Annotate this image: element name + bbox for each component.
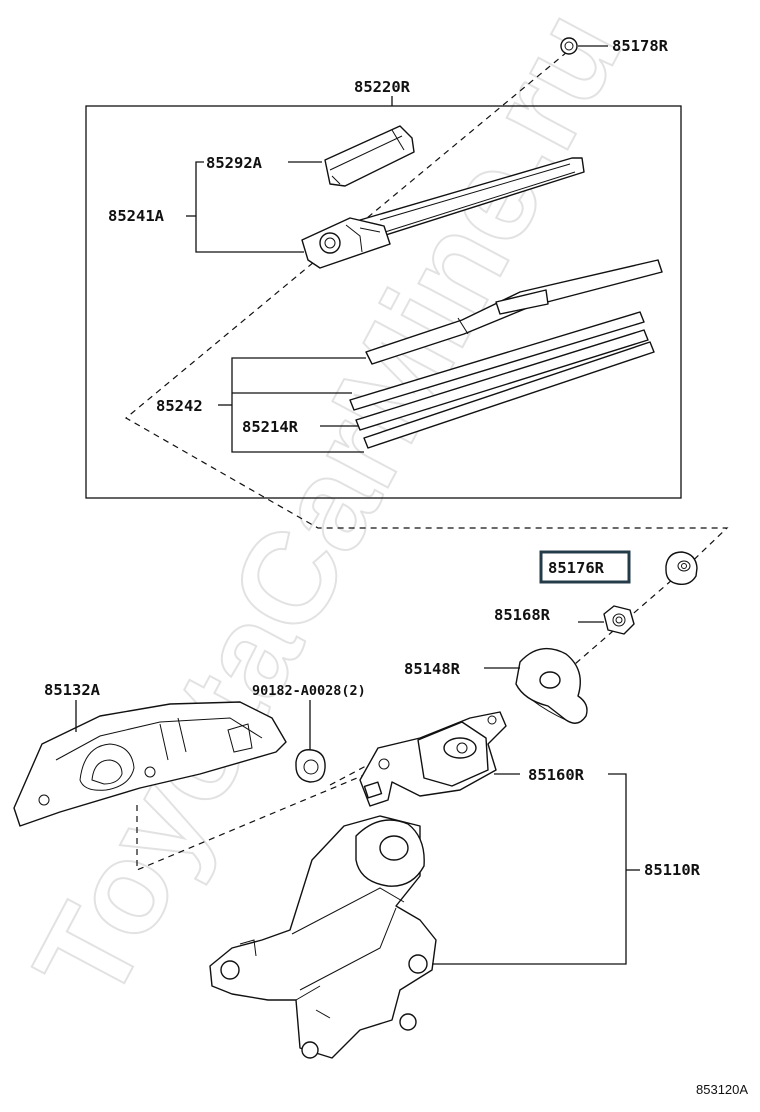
label-85132A[interactable]: 85132A [44,681,101,699]
label-85110R[interactable]: 85110R [644,861,701,879]
label-85292A[interactable]: 85292A [206,154,263,172]
label-90182-A0028[interactable]: 90182-A0028(2) [252,683,366,699]
cap-85176R-drawing [665,551,698,586]
label-85242[interactable]: 85242 [156,397,203,415]
assembly-box-85220R [85,105,682,499]
label-85241A[interactable]: 85241A [108,207,165,225]
wiper-motor-drawing [209,815,437,1059]
nut-85168R-drawing [603,605,635,635]
cap-85178R-drawing [560,37,578,55]
pivot-bracket-drawing [359,711,507,807]
cover-85132A-drawing [13,701,287,827]
label-85176R[interactable]: 85176R [548,559,605,577]
label-85220R[interactable]: 85220R [354,78,411,96]
diagram-reference-code: 853120A [696,1082,748,1097]
highlight-box-85176R [539,550,631,584]
label-85214R[interactable]: 85214R [242,418,299,436]
leader-lines [75,45,640,965]
wiper-arm-drawing [301,157,585,269]
label-85168R[interactable]: 85168R [494,606,551,624]
grommet-90182-drawing [295,749,326,783]
label-85148R[interactable]: 85148R [404,660,461,678]
seal-85148R-drawing [515,647,588,724]
blade-cap-drawing [324,125,415,187]
wiper-blade-drawing [349,259,663,449]
part-labels: 85178R 85220R 85292A 85241A 85242 85214R… [44,37,748,1097]
label-85160R[interactable]: 85160R [528,766,585,784]
label-85178R[interactable]: 85178R [612,37,669,55]
